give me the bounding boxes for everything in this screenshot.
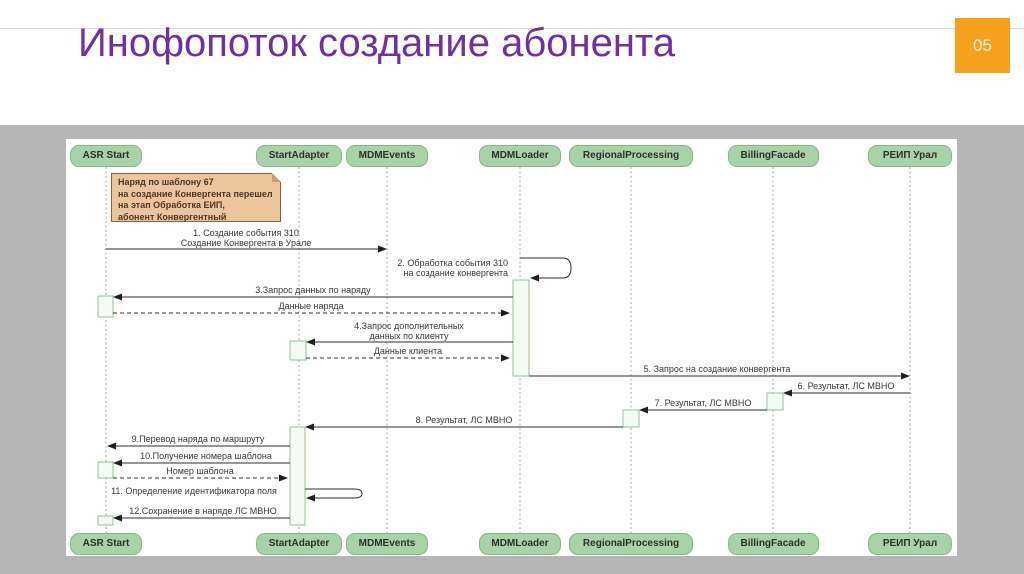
message-label: 4.Запрос дополнительных xyxy=(354,321,464,331)
self-message-loop xyxy=(305,488,363,499)
message-arrowhead xyxy=(501,354,510,362)
message-label: на создание конвергента xyxy=(404,268,508,278)
message-arrowhead xyxy=(901,372,910,380)
slide-title: Инофопоток создание абонента xyxy=(78,21,676,65)
participant-header-bottom-4: RegionalProcessing xyxy=(569,533,693,555)
message-label: Данные клиента xyxy=(374,346,442,356)
message-arrowhead xyxy=(113,514,122,522)
header-separator-line xyxy=(0,28,1024,29)
page-number: 05 xyxy=(973,35,992,55)
message-label: 10.Получение номера шаблона xyxy=(140,451,272,461)
message-label: 2. Обработка события 310 xyxy=(397,258,508,268)
message-arrowhead xyxy=(783,389,792,397)
message-label: Данные наряда xyxy=(278,301,343,311)
message-label: 5. Запрос на создание конвергента xyxy=(644,364,791,374)
participant-header-bottom-2: MDMEvents xyxy=(346,533,428,555)
message-arrowhead xyxy=(306,494,315,502)
message-label: 6. Результат, ЛС МВНО xyxy=(798,381,895,391)
note-text-line: абонент Конвергентный xyxy=(118,211,227,222)
participant-header-top-4: RegionalProcessing xyxy=(569,145,693,167)
message-label: Создание Конвергента в Урале xyxy=(181,238,311,248)
message-arrowhead xyxy=(113,293,122,301)
note-text-line: на этап Обработка ЕИП, xyxy=(118,200,225,210)
participant-header-top-6: РЕИП Урал xyxy=(868,145,952,167)
message-label: 12.Сохранение в наряде ЛС МВНО xyxy=(129,506,277,516)
message-arrowhead xyxy=(113,459,122,467)
activation-bar xyxy=(622,409,640,428)
activation-bar xyxy=(289,340,307,361)
participant-header-top-2: MDMEvents xyxy=(346,145,428,167)
participant-header-bottom-3: MDMLoader xyxy=(479,533,561,555)
message-label: 9.Перевод наряда по маршруту xyxy=(132,434,265,444)
participant-header-bottom-5: BillingFacade xyxy=(727,533,819,555)
note-text-line: Наряд по шаблону 67 xyxy=(118,177,214,187)
message-arrowhead xyxy=(306,338,315,346)
slide-header-band: Инофопоток создание абонента 05 xyxy=(0,0,1024,125)
participant-header-top-1: StartAdapter xyxy=(256,145,342,167)
activation-bar xyxy=(97,295,114,318)
message-arrowhead xyxy=(305,423,314,431)
participant-header-bottom-6: РЕИП Урал xyxy=(868,533,952,555)
note-text-line: на создание Конвергента перешел xyxy=(118,188,273,199)
activation-bar xyxy=(97,461,114,479)
message-arrowhead xyxy=(501,309,510,317)
message-label: 11. Определение идентификатора поля xyxy=(111,486,277,496)
self-message-loop xyxy=(520,257,572,279)
activation-bar xyxy=(289,426,306,526)
message-arrowhead xyxy=(279,474,288,482)
participant-header-top-3: MDMLoader xyxy=(479,145,561,167)
message-label: Номер шаблона xyxy=(166,466,234,476)
message-label: 1. Создание события 310 xyxy=(193,228,299,238)
message-label: 8. Результат, ЛС МВНО xyxy=(416,415,513,425)
message-label: данных по клиенту xyxy=(369,331,449,341)
activation-bar xyxy=(512,279,530,377)
participant-header-top-5: BillingFacade xyxy=(727,145,819,167)
message-arrowhead xyxy=(639,406,648,414)
message-arrowhead xyxy=(107,442,116,450)
message-label: 3.Запрос данных по наряду xyxy=(255,285,371,295)
message-label: 7. Результат, ЛС МВНО xyxy=(655,398,752,408)
participant-header-bottom-1: StartAdapter xyxy=(256,533,342,555)
page-number-badge: 05 xyxy=(955,18,1010,73)
activation-bar xyxy=(766,392,784,411)
participant-header-top-0: ASR Start xyxy=(70,145,142,167)
message-arrowhead xyxy=(378,245,387,253)
activation-bar xyxy=(97,515,114,526)
message-arrowhead xyxy=(530,274,539,282)
participant-header-bottom-0: ASR Start xyxy=(70,533,142,555)
